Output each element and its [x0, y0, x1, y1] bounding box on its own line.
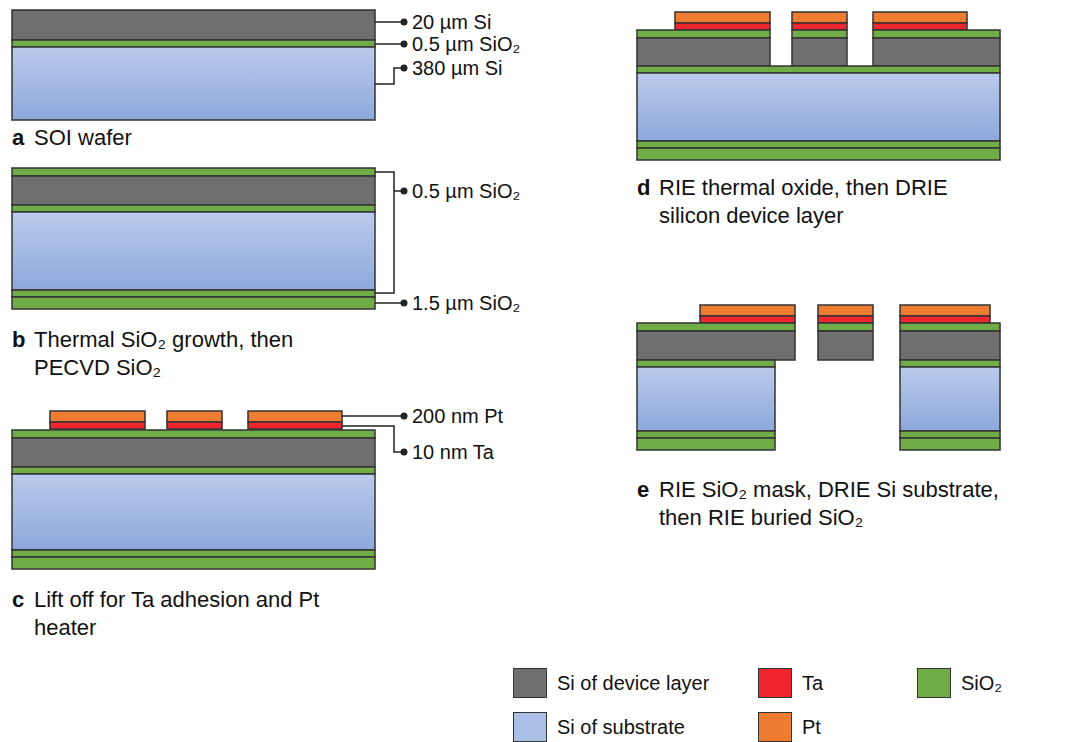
dimension-label: 380 µm Si [412, 56, 502, 80]
panel-caption: RIE SiO₂ mask, DRIE Si substrate, then R… [659, 476, 1019, 532]
dimension-label: 200 nm Pt [412, 404, 503, 428]
panel-caption: Lift off for Ta adhesion and Pt heater [34, 586, 346, 642]
legend-text: Ta [802, 671, 823, 695]
dimension-label: 0.5 µm SiO₂ [412, 179, 520, 203]
legend-text: Si of substrate [557, 715, 685, 739]
dimension-label: 10 nm Ta [412, 440, 494, 464]
panel-letter: a [12, 124, 24, 152]
panel-letter: c [12, 586, 24, 614]
legend-swatch [917, 668, 951, 698]
leader-dots [401, 19, 408, 456]
panel-caption: SOI wafer [34, 124, 364, 152]
dimension-label: 1.5 µm SiO₂ [412, 291, 520, 315]
legend-text: Si of device layer [557, 671, 709, 695]
legend-swatch [758, 712, 792, 742]
legend-text: SiO₂ [961, 671, 1002, 695]
panel-caption: Thermal SiO₂ growth, then PECVD SiO₂ [34, 326, 334, 382]
dimension-label: 0.5 µm SiO₂ [412, 32, 520, 56]
panel-caption: RIE thermal oxide, then DRIE silicon dev… [659, 174, 984, 230]
panel-letter: d [637, 174, 650, 202]
dimension-label: 20 µm Si [412, 10, 491, 34]
legend-swatch [513, 712, 547, 742]
panel-letter: b [12, 326, 25, 354]
leader-lines [342, 22, 404, 452]
legend-text: Pt [802, 715, 821, 739]
legend-swatch [758, 668, 792, 698]
panel-letter: e [637, 476, 649, 504]
legend-swatch [513, 668, 547, 698]
